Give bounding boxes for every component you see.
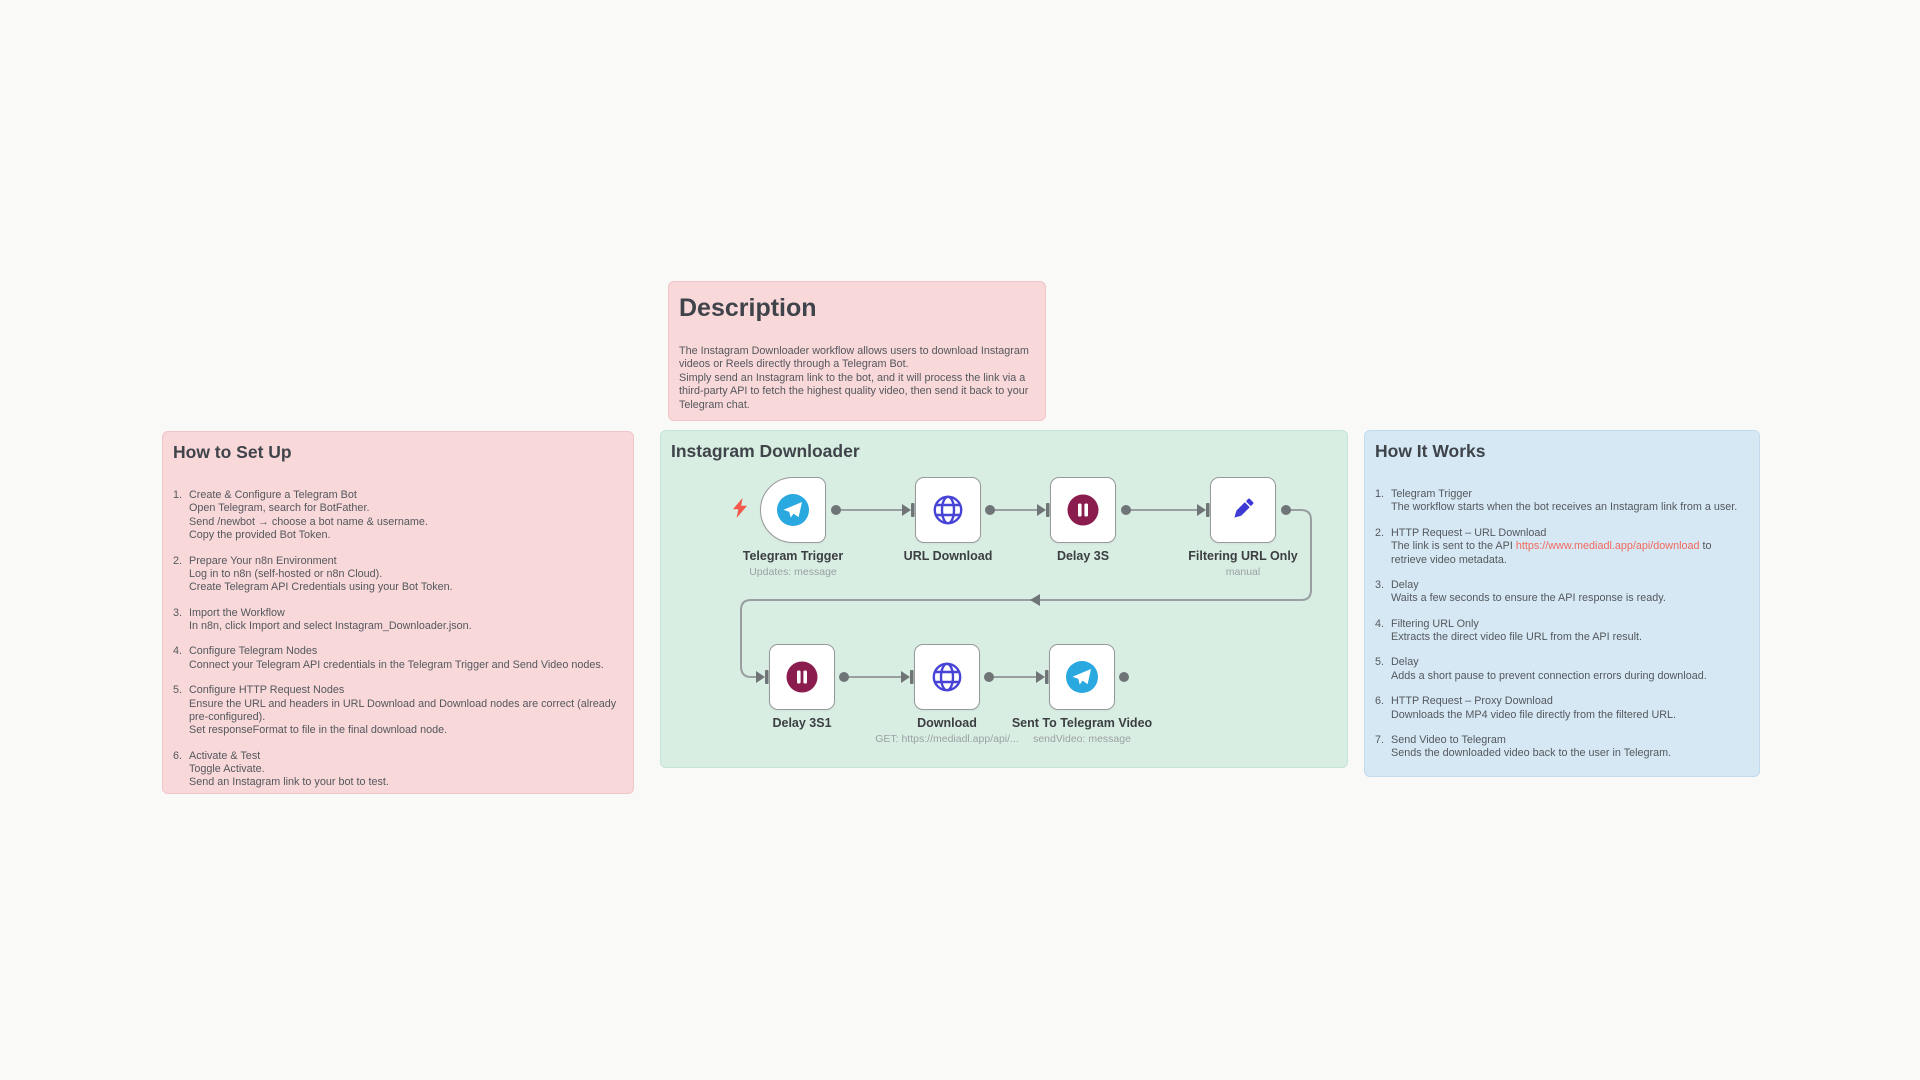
step-title: Delay — [1391, 578, 1419, 591]
note-title-setup: How to Set Up — [173, 442, 292, 462]
node-box[interactable] — [914, 644, 980, 710]
workflow-node-url-download[interactable]: URL Download — [904, 477, 992, 563]
node-box[interactable] — [769, 644, 835, 710]
step-title: Import the Workflow — [189, 606, 285, 619]
step-title: Send Video to Telegram — [1391, 733, 1506, 746]
hiw-step: 6. HTTP Request – Proxy Download Downloa… — [1375, 695, 1749, 722]
globe-icon — [932, 662, 962, 692]
node-caption: Download GET: https://mediadl.app/api/..… — [875, 716, 1019, 745]
note-title-description: Description — [679, 294, 817, 322]
node-caption: URL Download — [904, 549, 993, 566]
telegram-icon — [777, 494, 809, 526]
node-subtitle: manual — [1225, 566, 1261, 578]
hiw-step: 5. Delay Adds a short pause to prevent c… — [1375, 656, 1749, 683]
workflow-node-filtering-url-only[interactable]: Filtering URL Only manual — [1188, 477, 1298, 578]
node-caption: Delay 3S — [1057, 549, 1109, 566]
globe-icon — [933, 495, 963, 525]
workflow-node-delay-3s1[interactable]: Delay 3S1 — [769, 644, 835, 730]
setup-steps-list: 1. Create & Configure a Telegram Bot Ope… — [173, 489, 623, 790]
description-paragraph: Simply send an Instagram link to the bot… — [679, 371, 1029, 411]
node-label: URL Download — [903, 549, 993, 563]
node-subtitle: sendVideo: message — [1033, 733, 1131, 745]
pause-icon — [1067, 494, 1099, 526]
step-desc-with-link: The link is sent to the API https://www.… — [1391, 540, 1712, 566]
node-box[interactable] — [1050, 477, 1116, 543]
node-box[interactable] — [1210, 477, 1276, 543]
setup-step: 3. Import the Workflow In n8n, click Imp… — [173, 607, 623, 634]
workflow-node-download[interactable]: Download GET: https://mediadl.app/api/..… — [875, 644, 1019, 745]
step-title: Activate & Test — [189, 749, 261, 762]
node-label: Download — [917, 716, 977, 730]
api-download-link[interactable]: https://www.mediadl.app/api/download — [1515, 540, 1700, 553]
setup-step: 6. Activate & Test Toggle Activate. Send… — [173, 750, 623, 790]
node-caption: Delay 3S1 — [772, 716, 831, 733]
step-title: Create & Configure a Telegram Bot — [189, 489, 357, 501]
workflow-node-telegram-trigger[interactable]: Telegram Trigger Updates: message — [743, 477, 843, 578]
step-title: Filtering URL Only — [1391, 617, 1479, 630]
step-title: Configure HTTP Request Nodes — [189, 684, 345, 697]
setup-step: 2. Prepare Your n8n Environment Log in t… — [173, 555, 623, 595]
node-box[interactable] — [1049, 644, 1115, 710]
step-title: Delay — [1391, 656, 1419, 669]
note-title-workflow: Instagram Downloader — [671, 441, 860, 461]
node-caption: Sent To Telegram Video sendVideo: messag… — [1012, 716, 1152, 745]
workflow-node-sent-to-telegram-video[interactable]: Sent To Telegram Video sendVideo: messag… — [1012, 644, 1152, 745]
node-label: Sent To Telegram Video — [1011, 716, 1153, 730]
sticky-note-how-to-set-up[interactable]: How to Set Up 1. Create & Configure a Te… — [162, 431, 634, 794]
how-it-works-steps-list: 1. Telegram Trigger The workflow starts … — [1375, 488, 1749, 761]
step-title: Telegram Trigger — [1391, 488, 1473, 500]
hiw-step: 1. Telegram Trigger The workflow starts … — [1375, 488, 1749, 515]
note-title-how-it-works: How It Works — [1375, 441, 1486, 461]
setup-step: 1. Create & Configure a Telegram Bot Ope… — [173, 489, 623, 543]
step-title: HTTP Request – Proxy Download — [1391, 695, 1553, 708]
node-label: Delay 3S — [1056, 549, 1110, 563]
setup-step: 4. Configure Telegram Nodes Connect your… — [173, 645, 623, 672]
step-title: Configure Telegram Nodes — [189, 645, 318, 658]
node-caption: Telegram Trigger Updates: message — [743, 549, 844, 578]
sticky-note-how-it-works[interactable]: How It Works 1. Telegram Trigger The wor… — [1364, 430, 1760, 777]
hiw-step: 3. Delay Waits a few seconds to ensure t… — [1375, 579, 1749, 606]
hiw-step: 4. Filtering URL Only Extracts the direc… — [1375, 618, 1749, 645]
sticky-note-description[interactable]: Description The Instagram Downloader wor… — [668, 281, 1046, 421]
telegram-icon — [1066, 661, 1098, 693]
node-box[interactable] — [760, 477, 826, 543]
pause-icon — [786, 661, 818, 693]
setup-step: 5. Configure HTTP Request Nodes Ensure t… — [173, 684, 623, 738]
node-subtitle: GET: https://mediadl.app/api/... — [875, 733, 1019, 745]
node-subtitle: Updates: message — [749, 566, 837, 578]
pencil-icon — [1234, 498, 1254, 518]
node-box[interactable] — [915, 477, 981, 543]
step-title: HTTP Request – URL Download — [1391, 526, 1547, 539]
description-paragraph: The Instagram Downloader workflow allows… — [679, 345, 1029, 371]
trigger-bolt-icon[interactable] — [731, 497, 751, 519]
node-caption: Filtering URL Only manual — [1188, 549, 1298, 578]
step-title: Prepare Your n8n Environment — [189, 554, 337, 567]
workflow-node-delay-3s[interactable]: Delay 3S — [1050, 477, 1116, 563]
node-label: Delay 3S1 — [772, 716, 832, 730]
node-label: Filtering URL Only — [1188, 549, 1298, 563]
hiw-step: 2. HTTP Request – URL Download The link … — [1375, 527, 1749, 567]
node-label: Telegram Trigger — [742, 549, 844, 563]
hiw-step: 7. Send Video to Telegram Sends the down… — [1375, 734, 1749, 761]
